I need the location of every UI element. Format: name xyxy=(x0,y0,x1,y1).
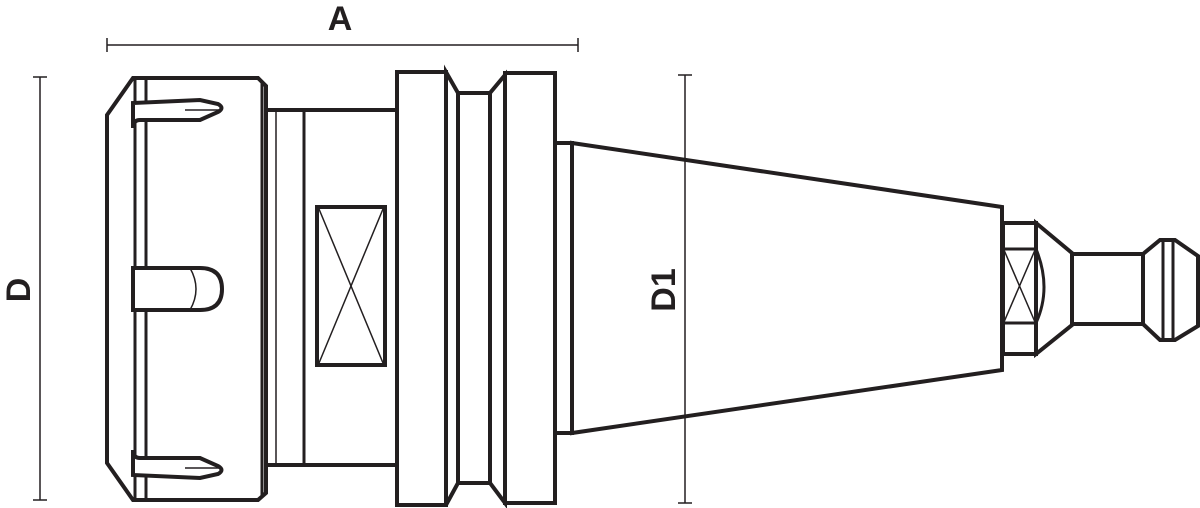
collet-nut xyxy=(105,76,268,502)
dimension-a-label: A xyxy=(328,0,353,38)
dimension-d1: D1 xyxy=(645,74,692,504)
dimension-a: A xyxy=(106,0,579,52)
pull-stud xyxy=(1001,218,1200,359)
flange xyxy=(395,64,574,508)
dimension-d1-label: D1 xyxy=(645,268,683,311)
dimension-d-label: D xyxy=(0,278,38,303)
taper-shank xyxy=(570,140,1004,436)
holder-neck xyxy=(264,108,399,467)
dimension-d: D xyxy=(0,76,47,501)
